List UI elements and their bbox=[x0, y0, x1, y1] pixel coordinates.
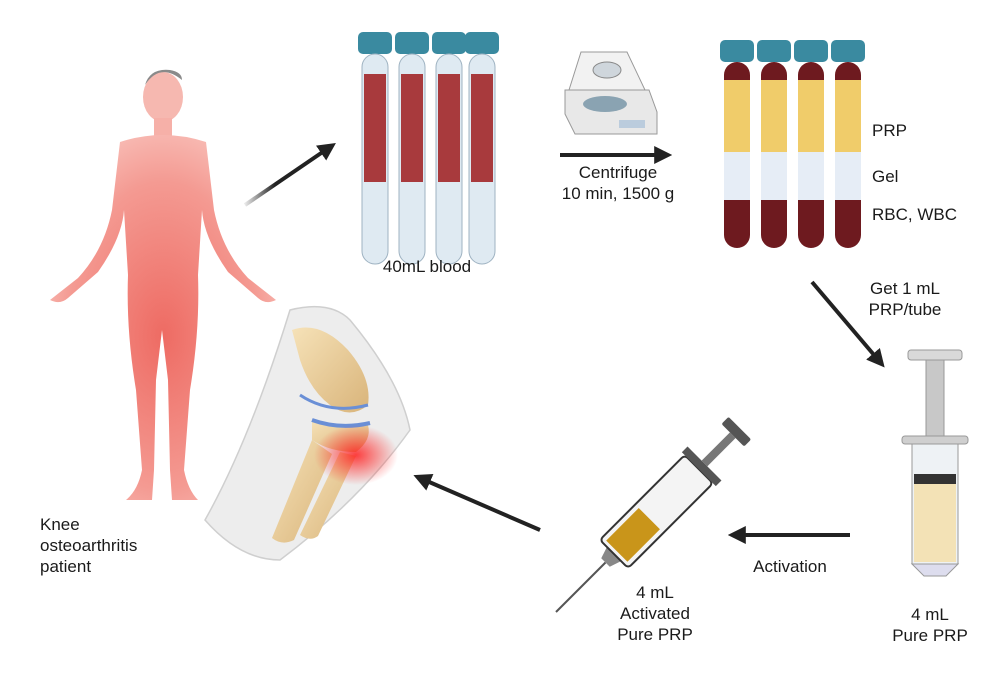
prp-layer-label: PRP bbox=[872, 121, 907, 140]
separated-tube-icon bbox=[794, 40, 828, 248]
human-body-icon bbox=[50, 69, 276, 500]
knee-joint-icon bbox=[204, 305, 411, 561]
arrow-to-syringe bbox=[810, 280, 885, 368]
blood-tubes-group bbox=[358, 32, 499, 265]
syringe-icon bbox=[901, 349, 969, 577]
separated-tube-icon bbox=[720, 40, 754, 248]
separated-tube-icon bbox=[831, 40, 865, 248]
arrow-body-to-tubes bbox=[243, 142, 336, 207]
pure-prp-label: 4 mL Pure PRP bbox=[892, 605, 968, 645]
activated-prp-label: 4 mL Activated Pure PRP bbox=[617, 583, 693, 644]
separated-tube-icon bbox=[757, 40, 791, 248]
needle-syringe-icon bbox=[555, 417, 751, 613]
gel-layer-label: Gel bbox=[872, 167, 899, 186]
rbc-wbc-layer-label: RBC, WBC bbox=[872, 205, 957, 224]
flow-arrows bbox=[243, 142, 885, 544]
separated-tubes-group bbox=[720, 40, 865, 248]
activation-label: Activation bbox=[753, 557, 827, 576]
centrifuge-icon bbox=[564, 51, 658, 135]
centrifuge-label: Centrifuge 10 min, 1500 g bbox=[561, 163, 675, 203]
patient-label: Knee osteoarthritis patient bbox=[40, 515, 138, 576]
blood-volume-label: 40mL blood bbox=[382, 257, 472, 276]
arrow-to-knee bbox=[413, 474, 541, 532]
blood-tube-icon bbox=[395, 32, 429, 265]
blood-tube-icon bbox=[432, 32, 466, 265]
extract-prp-label: Get 1 mL PRP/tube bbox=[868, 279, 942, 319]
blood-tube-icon bbox=[358, 32, 392, 265]
blood-tube-icon bbox=[465, 32, 499, 265]
